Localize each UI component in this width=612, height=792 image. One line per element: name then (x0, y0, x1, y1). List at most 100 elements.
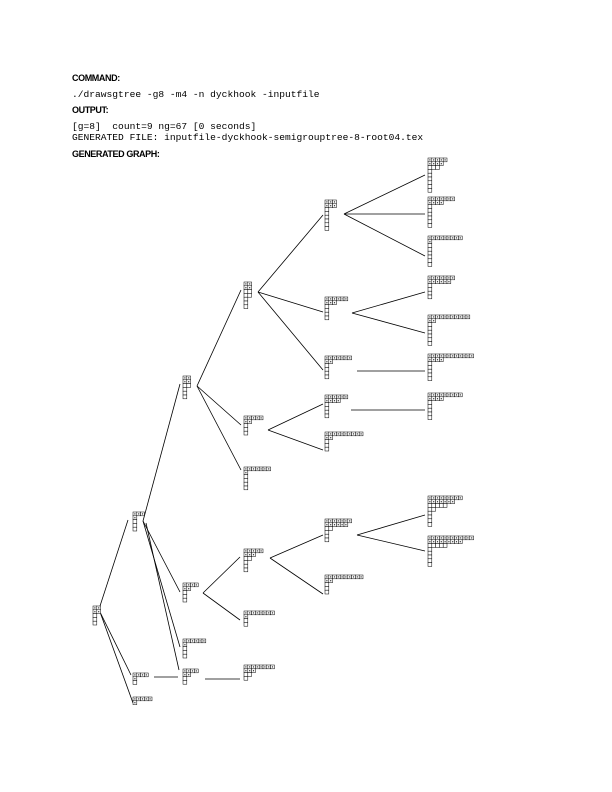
diagram-cell-mark (444, 159, 446, 161)
tree-edge (269, 534, 324, 559)
diagram-cell-mark (459, 237, 461, 239)
tree-edge (196, 385, 242, 426)
diagram-cell-mark (333, 302, 336, 304)
diagram-cell-mark (184, 674, 186, 676)
diagram-cell-mark (444, 198, 446, 200)
diagram-cell (324, 207, 330, 212)
diagram-cell-mark (337, 520, 339, 522)
diagram-cell-mark (195, 670, 197, 672)
diagram-cell (324, 402, 330, 407)
diagram-cell-mark (429, 394, 431, 396)
tree-edge (356, 514, 426, 536)
diagram-cell-mark (444, 277, 446, 279)
diagram-cell-mark (341, 298, 343, 300)
diagram-cell-mark (134, 513, 136, 515)
diagram-cell-mark (264, 612, 266, 614)
diagram-cell-mark (452, 394, 454, 396)
dyck-hook-diagram-node (182, 375, 191, 400)
dyck-hook-diagram-node (427, 392, 463, 420)
diagram-cell-mark (252, 670, 255, 672)
diagram-cell-mark (436, 398, 439, 400)
diagram-cell (427, 554, 433, 560)
diagram-cell (431, 543, 436, 548)
diagram-cell-mark (429, 237, 431, 239)
diagram-cell-mark (467, 355, 469, 357)
diagram-cell (324, 582, 330, 587)
diagram-cell-mark (444, 281, 446, 283)
diagram-cell (427, 518, 433, 523)
diagram-cell (427, 562, 433, 567)
diagram-cell-mark (459, 394, 461, 396)
tree-edge (142, 520, 181, 593)
diagram-cell-mark (459, 537, 461, 539)
diagram-cell (132, 680, 138, 685)
diagram-cell (324, 443, 330, 448)
diagram-cell-mark (245, 666, 247, 668)
diagram-cell (427, 223, 433, 228)
diagram-cell-mark (341, 357, 343, 359)
diagram-cell-mark (245, 550, 247, 552)
diagram-cell-mark (433, 398, 435, 400)
command-text: ./drawsgtree -g8 -m4 -n dyckhook -inputf… (72, 89, 320, 100)
dyck-hook-diagram-node (324, 394, 349, 419)
diagram-cell (243, 618, 249, 623)
diagram-cell (427, 184, 433, 189)
diagram-cell (427, 215, 433, 221)
diagram-cell-mark (134, 698, 136, 700)
diagram-cell-mark (271, 666, 274, 668)
diagram-cell-mark (326, 524, 328, 526)
diagram-cell-mark (448, 281, 450, 283)
diagram-cell-mark (448, 497, 450, 499)
diagram-cell-mark (333, 396, 336, 398)
diagram-cell-mark (452, 537, 454, 539)
tree-edge (202, 556, 241, 594)
diagram-cell (243, 478, 249, 483)
diagram-cell-mark (268, 468, 270, 470)
diagram-cell (324, 537, 330, 543)
diagram-cell-mark (245, 287, 247, 289)
diagram-cell-mark (141, 698, 144, 700)
tree-edge (99, 611, 132, 676)
diagram-cell (427, 254, 433, 260)
diagram-cell-mark (429, 241, 431, 243)
diagram-cell-mark (352, 433, 355, 435)
diagram-cell-mark (429, 198, 431, 200)
diagram-cell (427, 407, 433, 413)
diagram-cell-mark (134, 517, 136, 519)
diagram-cell (427, 180, 433, 185)
diagram-cell (427, 404, 433, 409)
diagram-cell-mark (268, 612, 270, 614)
diagram-cell-mark (134, 678, 136, 680)
diagram-cell (182, 383, 188, 388)
diagram-cell (243, 567, 249, 573)
diagram-cell (427, 211, 433, 217)
diagram-cell-mark (326, 580, 328, 582)
diagram-cell (439, 503, 444, 508)
diagram-cell-mark (245, 417, 247, 419)
diagram-cell-mark (345, 298, 347, 300)
diagram-cell-mark (436, 355, 439, 357)
output-line-2: GENERATED FILE: inputfile-dyckhook-semig… (72, 132, 424, 143)
graph-label: GENERATED GRAPH: (72, 149, 160, 159)
diagram-cell (427, 287, 433, 292)
diagram-cell-mark (330, 433, 332, 435)
dyck-hook-diagram-node (132, 696, 153, 705)
diagram-cell-mark (337, 400, 339, 402)
dyck-hook-diagram-node (427, 353, 474, 381)
diagram-cell (427, 558, 433, 563)
diagram-cell-mark (249, 666, 251, 668)
diagram-cell (324, 586, 330, 591)
diagram-cell-mark (345, 524, 347, 526)
diagram-cell (243, 672, 249, 677)
diagram-cell-mark (440, 398, 442, 400)
diagram-cell-mark (330, 302, 332, 304)
diagram-cell-mark (459, 497, 461, 499)
diagram-cell (427, 543, 433, 548)
diagram-cell (243, 485, 249, 491)
diagram-cell-mark (330, 437, 332, 439)
diagram-cell-mark (341, 433, 343, 435)
diagram-cell-mark (448, 537, 450, 539)
diagram-cell-mark (345, 433, 347, 435)
diagram-cell-mark (436, 277, 439, 279)
diagram-cell-mark (260, 550, 262, 552)
